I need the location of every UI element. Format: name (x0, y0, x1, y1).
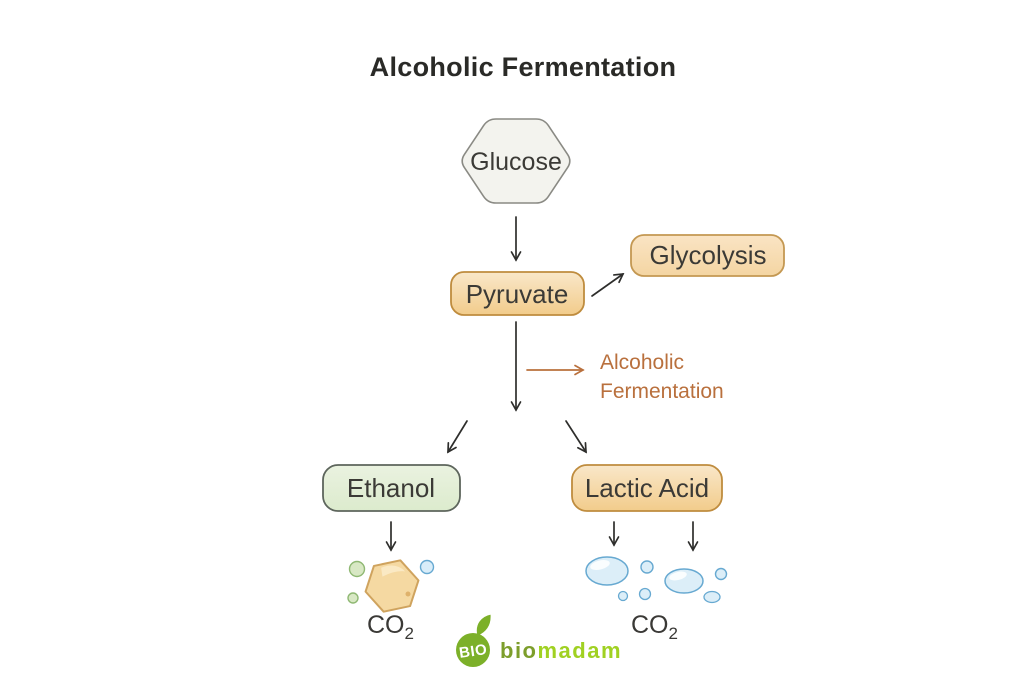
molecule-hexagon-icon (364, 559, 420, 613)
biomadam-logo: BIO biomadam (456, 613, 622, 667)
biomadam-wordmark: biomadam (500, 638, 622, 663)
glycolysis-node: Glycolysis (630, 234, 785, 277)
co2-molecule-icon (347, 559, 435, 613)
arrow-to-lactic-acid (565, 420, 587, 454)
arrow-pyruvate-to-glycolysis (591, 272, 625, 297)
pyruvate-label: Pyruvate (466, 279, 569, 309)
bio-badge-icon: BIO (456, 613, 492, 667)
pathway-label-line2: Fermentation (600, 380, 724, 403)
pathway-label-line1: Alcoholic (600, 351, 684, 374)
co2-label-right: CO2 (631, 611, 678, 643)
glucose-node: Glucose (461, 118, 571, 204)
green-bubble-small-icon (347, 592, 359, 604)
green-bubble-icon (348, 560, 366, 578)
lactic-acid-box-shape (571, 464, 723, 512)
alcoholic-fermentation-label: Alcoholic Fermentation (600, 351, 724, 403)
lactic-acid-label: Lactic Acid (585, 473, 709, 503)
lactic-acid-node: Lactic Acid (571, 464, 723, 512)
glucose-label: Glucose (470, 148, 562, 176)
glycolysis-box-shape (630, 234, 785, 277)
ethanol-label: Ethanol (347, 473, 435, 503)
co2-bubbles-icon (585, 556, 728, 604)
ethanol-box-shape (322, 464, 461, 512)
arrow-to-ethanol (447, 420, 468, 454)
pyruvate-node: Pyruvate (450, 271, 585, 316)
ethanol-node: Ethanol (322, 464, 461, 512)
diagram-title: Alcoholic Fermentation (370, 52, 677, 82)
pyruvate-box-shape (450, 271, 585, 316)
molecule-dot (405, 591, 411, 597)
co2-label-left: CO2 (367, 611, 414, 643)
glycolysis-label: Glycolysis (649, 240, 766, 270)
glucose-hexagon-shape (461, 118, 571, 204)
blue-bubble-small-icon (419, 559, 435, 575)
bio-badge-label: BIO (458, 641, 488, 662)
